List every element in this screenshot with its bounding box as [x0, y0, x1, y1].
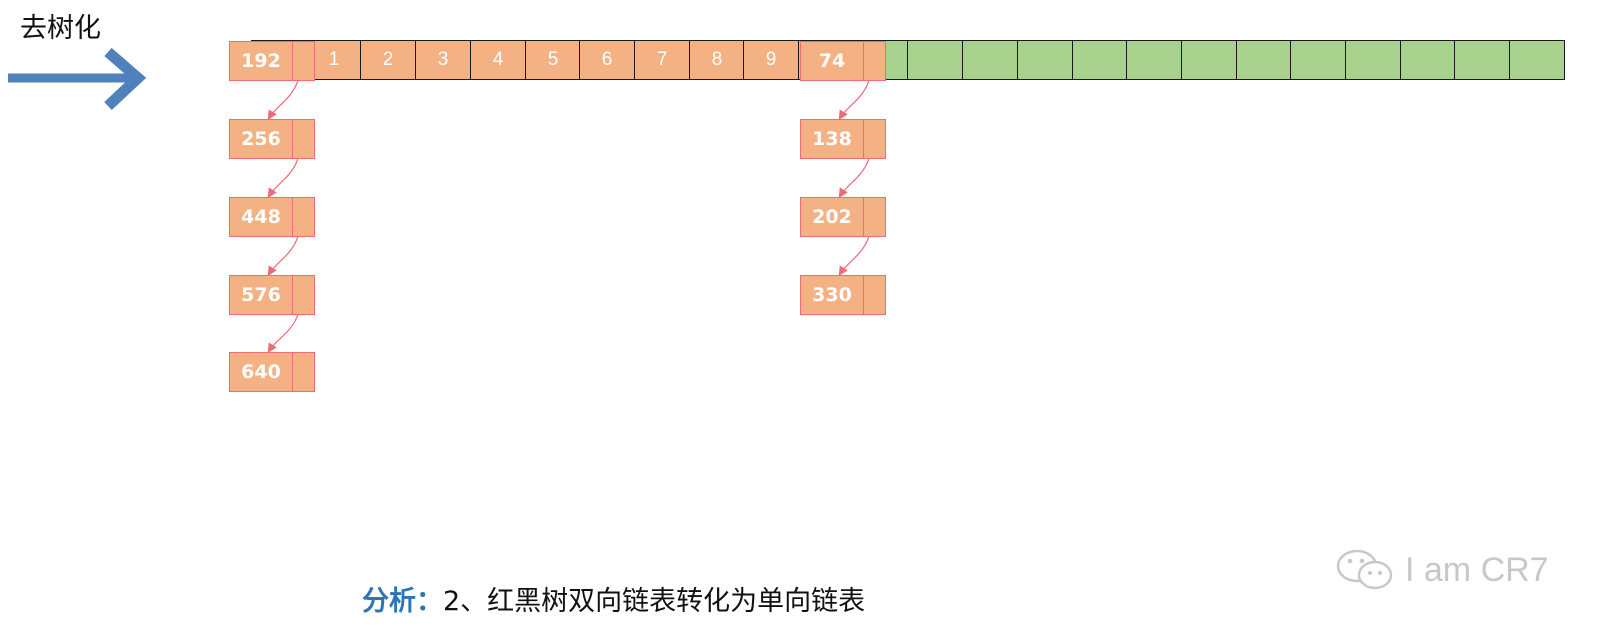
bucket-cell: 5: [525, 40, 581, 80]
empty-bucket-cell: [962, 40, 1018, 80]
right-arrow-icon: [8, 47, 147, 111]
list-node: 640: [229, 352, 315, 392]
bucket-cell: 7: [634, 40, 690, 80]
next-pointer-cell: [864, 198, 885, 236]
list-node: 192: [229, 41, 315, 81]
node-value: 138: [801, 120, 864, 158]
next-pointer-cell: [864, 276, 885, 314]
node-value: 202: [801, 198, 864, 236]
next-pointer-cell: [293, 42, 314, 80]
caption-text: 2、红黑树双向链表转化为单向链表: [443, 586, 866, 617]
empty-bucket-cell: [1126, 40, 1182, 80]
list-node: 330: [800, 275, 886, 315]
next-pointer-cell: [864, 120, 885, 158]
list-node: 256: [229, 119, 315, 159]
next-pointer-cell: [293, 276, 314, 314]
analysis-caption: 分析：2、红黑树双向链表转化为单向链表: [362, 579, 865, 618]
caption-label: 分析：: [362, 586, 443, 617]
node-value: 192: [230, 42, 293, 80]
empty-bucket-cell: [907, 40, 963, 80]
empty-bucket-cell: [1400, 40, 1456, 80]
empty-bucket-cell: [1236, 40, 1292, 80]
list-node: 576: [229, 275, 315, 315]
wechat-icon: [1336, 549, 1393, 590]
list-node: 448: [229, 197, 315, 237]
watermark-text: I am CR7: [1405, 550, 1549, 589]
next-pointer-cell: [293, 120, 314, 158]
node-value: 74: [801, 42, 864, 80]
list-node: 202: [800, 197, 886, 237]
empty-bucket-cell: [1509, 40, 1565, 80]
next-pointer-cell: [293, 198, 314, 236]
bucket-cell: 1: [306, 40, 362, 80]
list-node: 138: [800, 119, 886, 159]
list-node: 74: [800, 41, 886, 81]
bucket-cell: 9: [743, 40, 799, 80]
bucket-cell: 6: [579, 40, 635, 80]
node-value: 330: [801, 276, 864, 314]
watermark: I am CR7: [1335, 548, 1549, 592]
bucket-cell: 4: [470, 40, 526, 80]
node-value: 576: [230, 276, 293, 314]
node-value: 256: [230, 120, 293, 158]
next-pointer-cell: [864, 42, 885, 80]
empty-bucket-cell: [1290, 40, 1346, 80]
empty-bucket-cell: [1454, 40, 1510, 80]
empty-bucket-cell: [1181, 40, 1237, 80]
node-value: 640: [230, 353, 293, 391]
empty-bucket-cell: [1072, 40, 1128, 80]
bucket-cell: 2: [360, 40, 416, 80]
bucket-cell: 8: [689, 40, 745, 80]
next-pointer-cell: [293, 353, 314, 391]
empty-bucket-cell: [1017, 40, 1073, 80]
node-value: 448: [230, 198, 293, 236]
bucket-cell: 3: [415, 40, 471, 80]
empty-bucket-cell: [1345, 40, 1401, 80]
diagram-title: 去树化: [20, 13, 101, 44]
